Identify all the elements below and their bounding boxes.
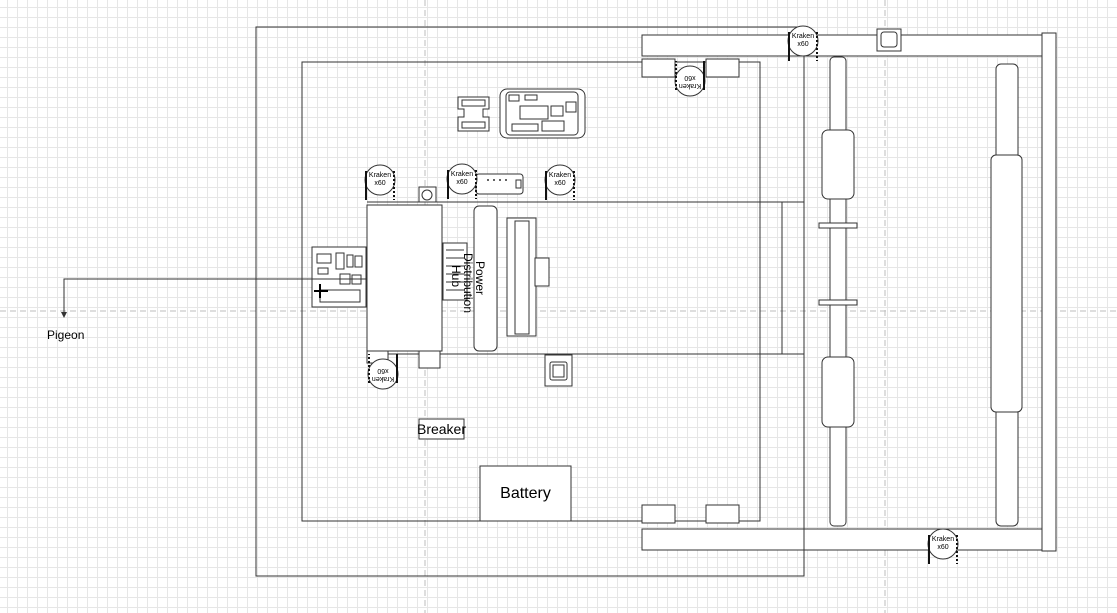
kraken-motor[interactable]: Kraken x60 <box>446 163 478 199</box>
motor-model: x60 <box>797 41 808 48</box>
motor-model: x60 <box>374 180 385 187</box>
roller-top[interactable] <box>821 129 855 200</box>
gearbox-block[interactable] <box>366 204 443 352</box>
intake-column[interactable] <box>829 56 847 527</box>
pigeon-label: Pigeon <box>47 328 84 342</box>
motor-model: x60 <box>456 179 467 186</box>
shooter-roller[interactable] <box>990 154 1023 413</box>
motor-name: Kraken <box>679 82 701 89</box>
rail-block-tr[interactable] <box>705 58 740 78</box>
roller-bottom[interactable] <box>821 356 855 428</box>
pigeon-pointer <box>61 278 367 318</box>
rail-block-tl[interactable] <box>641 58 676 78</box>
motor-name: Kraken <box>932 536 954 543</box>
kraken-motor[interactable]: Kraken x60 <box>674 61 706 97</box>
kraken-motor[interactable]: Kraken x60 <box>927 528 959 564</box>
motor-name: Kraken <box>372 375 394 382</box>
intake-bar-2[interactable] <box>818 299 858 306</box>
bottom-rail[interactable] <box>641 528 1043 551</box>
motor-name: Kraken <box>792 33 814 40</box>
motor-model: x60 <box>377 367 388 374</box>
right-rail[interactable] <box>1041 32 1057 552</box>
battery-label: Battery <box>500 485 551 502</box>
pdh-label-line2: Distribution <box>461 253 475 313</box>
power-distribution-hub[interactable] <box>473 205 498 352</box>
gearbox-tab[interactable] <box>418 350 441 369</box>
robot-controller[interactable] <box>499 88 586 139</box>
pdh-label-line3: Hub <box>449 265 463 287</box>
motor-model: x60 <box>554 180 565 187</box>
kraken-motor[interactable]: Kraken x60 <box>544 164 576 200</box>
kraken-motor[interactable]: Kraken x60 <box>367 354 399 390</box>
rail-block-bl[interactable] <box>641 504 676 524</box>
hub-bracket-inner[interactable] <box>514 220 530 335</box>
encoder-sensor[interactable] <box>876 28 902 52</box>
hub-connector[interactable] <box>534 257 550 287</box>
top-rail[interactable] <box>641 34 1043 57</box>
motor-model: x60 <box>937 544 948 551</box>
kraken-motor[interactable]: Kraken x60 <box>364 164 396 200</box>
motor-controller-board[interactable] <box>311 246 367 308</box>
gyro-sensor[interactable] <box>544 354 573 387</box>
pdh-label-line1: Power <box>473 261 487 295</box>
breaker-box[interactable] <box>418 418 465 440</box>
motor-model: x60 <box>684 74 695 81</box>
sensor-circle[interactable] <box>418 186 437 203</box>
battery-box[interactable] <box>479 465 572 522</box>
motor-name: Kraken <box>549 172 571 179</box>
radio-module[interactable] <box>457 96 490 132</box>
can-module[interactable] <box>475 173 524 195</box>
intake-bar-1[interactable] <box>818 222 858 229</box>
kraken-motor[interactable]: Kraken x60 <box>787 25 819 61</box>
breaker-label: Breaker <box>417 421 466 437</box>
motor-name: Kraken <box>369 172 391 179</box>
rail-block-br[interactable] <box>705 504 740 524</box>
hub-terminal-block <box>442 242 468 301</box>
motor-name: Kraken <box>451 171 473 178</box>
